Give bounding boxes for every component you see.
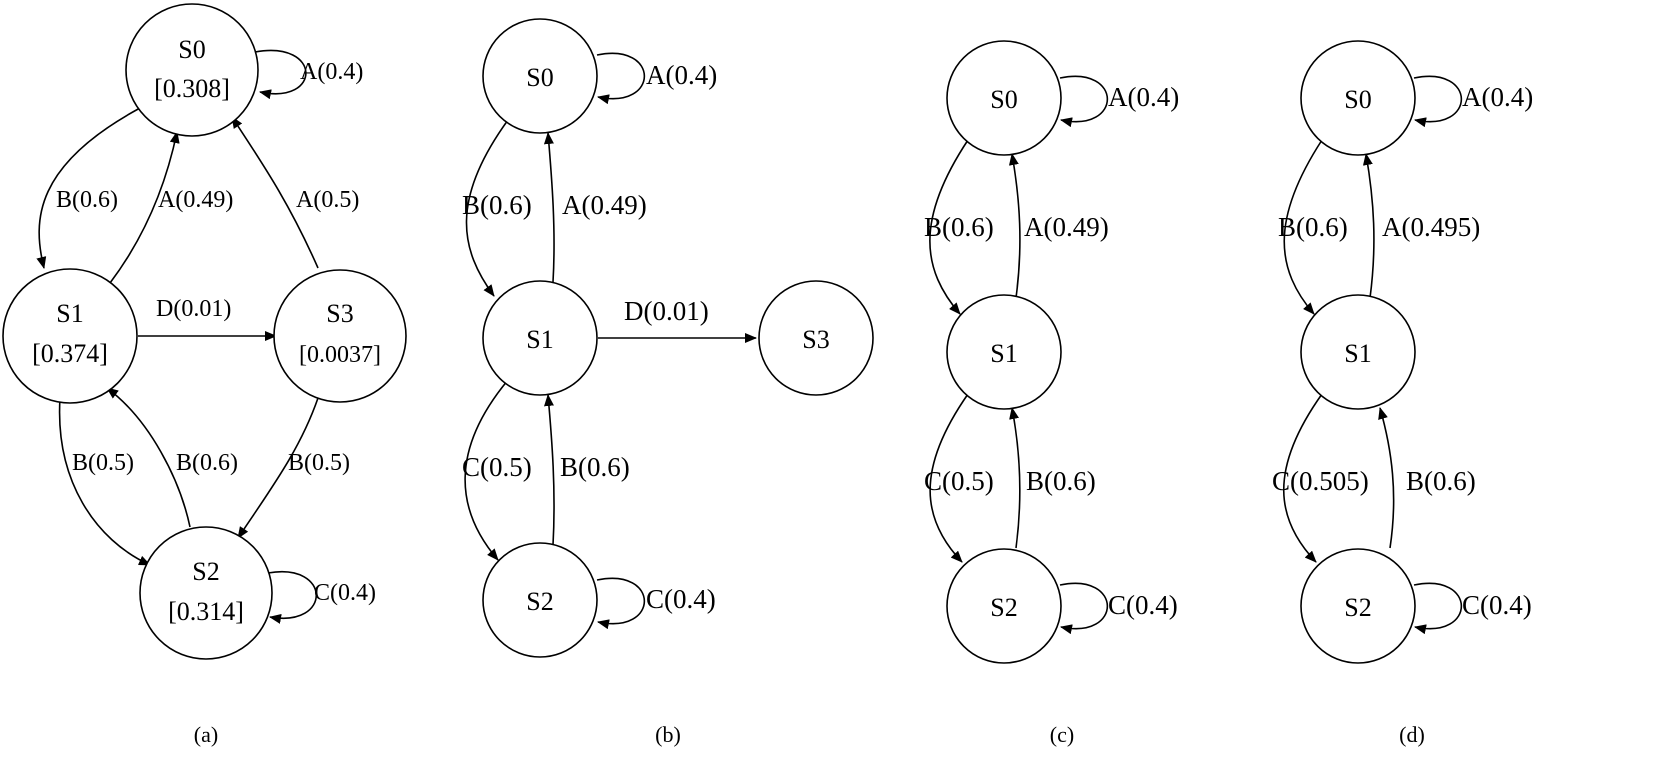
edge-label-c-s2-s1: B(0.6) — [1026, 466, 1096, 496]
node-b-s0-label: S0 — [526, 63, 553, 92]
edge-c-s2-s1 — [1009, 407, 1021, 549]
edge-b-s0-s0 — [596, 52, 646, 105]
edge-label-c-s0-s1: B(0.6) — [924, 212, 994, 242]
node-b-s0: S0 — [482, 18, 598, 134]
edge-d-s0-s0 — [1413, 75, 1463, 128]
node-a-s0-label: S0 — [178, 35, 205, 64]
node-c-s2-label: S2 — [990, 593, 1017, 622]
edge-label-b-s0-s1: B(0.6) — [462, 190, 532, 220]
edge-label-d-s0-s0: A(0.4) — [1462, 82, 1533, 112]
edge-c-s0-s0 — [1059, 75, 1109, 128]
edge-label-a-s1-s2: B(0.5) — [72, 450, 134, 476]
panel-c: S0 S1 S2 A(0.4) B(0.6) A(0.49) C(0.5) B(… — [924, 40, 1179, 747]
edge-label-b-s1-s2: C(0.5) — [462, 452, 532, 482]
edge-label-a-s2-s2: C(0.4) — [314, 580, 376, 606]
edge-label-b-s2-s1: B(0.6) — [560, 452, 630, 482]
node-b-s2: S2 — [482, 542, 598, 658]
edge-b-s1-s0 — [543, 132, 555, 283]
edge-label-a-s1-s3: D(0.01) — [156, 296, 231, 322]
node-c-s1-label: S1 — [990, 339, 1017, 368]
node-a-s3-value: [0.0037] — [299, 342, 381, 368]
edge-a-s1-s0 — [109, 131, 180, 284]
node-a-s0-value: [0.308] — [154, 74, 230, 103]
edge-c-s1-s2 — [929, 393, 969, 563]
edge-a-s3-s2 — [237, 397, 319, 539]
node-c-s2: S2 — [946, 548, 1062, 664]
caption-d: (d) — [1399, 722, 1425, 747]
edge-label-c-s0-s0: A(0.4) — [1108, 82, 1179, 112]
edge-b-s1-s2 — [464, 379, 509, 561]
node-a-s2-label: S2 — [192, 557, 219, 586]
edge-label-a-s0-s0: A(0.4) — [300, 59, 363, 85]
edge-a-s0-s1 — [36, 107, 141, 269]
edge-c-s2-s2 — [1059, 582, 1109, 635]
edge-d-s1-s2 — [1283, 393, 1323, 563]
edge-a-s1-s2 — [58, 397, 151, 566]
panel-d: S0 S1 S2 A(0.4) B(0.6) A(0.495) C(0.505)… — [1272, 40, 1533, 747]
edge-label-d-s2-s2: C(0.4) — [1462, 590, 1532, 620]
edge-label-b-s2-s2: C(0.4) — [646, 584, 716, 614]
edge-label-c-s1-s0: A(0.49) — [1024, 212, 1109, 242]
edge-a-s2-s1 — [106, 387, 191, 528]
caption-a: (a) — [194, 722, 218, 747]
node-a-s2-value: [0.314] — [168, 597, 244, 626]
node-a-s3-label: S3 — [326, 299, 353, 328]
edge-label-a-s2-s1: B(0.6) — [176, 450, 238, 476]
edge-label-a-s3-s0: A(0.5) — [296, 187, 359, 213]
edge-d-s1-s0 — [1362, 153, 1375, 299]
edge-d-s2-s2 — [1413, 582, 1463, 635]
node-b-s1: S1 — [482, 280, 598, 396]
edge-label-a-s3-s2: B(0.5) — [288, 450, 350, 476]
node-c-s0: S0 — [946, 40, 1062, 156]
edge-a-s2-s2 — [267, 570, 318, 624]
node-a-s3: S3 [0.0037] — [273, 269, 407, 403]
edge-c-s0-s1 — [929, 139, 969, 315]
edge-label-c-s1-s2: C(0.5) — [924, 466, 994, 496]
edge-label-a-s1-s0: A(0.49) — [158, 187, 233, 213]
panel-b: S0 S1 S2 S3 A(0.4) B(0.6) A(0.49) D(0.01… — [462, 18, 874, 747]
node-d-s0: S0 — [1300, 40, 1416, 156]
node-d-s0-label: S0 — [1344, 85, 1371, 114]
edge-label-b-s0-s0: A(0.4) — [646, 60, 717, 90]
caption-b: (b) — [655, 722, 681, 747]
caption-c: (c) — [1050, 722, 1074, 747]
node-b-s3-label: S3 — [802, 325, 829, 354]
node-a-s1-value: [0.374] — [32, 339, 108, 368]
node-a-s1-label: S1 — [56, 299, 83, 328]
edge-d-s2-s1 — [1378, 407, 1395, 549]
edge-b-s0-s1 — [465, 119, 509, 297]
node-a-s0: S0 [0.308] — [125, 3, 259, 137]
node-d-s2: S2 — [1300, 548, 1416, 664]
node-c-s1: S1 — [946, 294, 1062, 410]
edge-label-d-s1-s0: A(0.495) — [1382, 212, 1480, 242]
edge-label-a-s0-s1: B(0.6) — [56, 187, 118, 213]
node-d-s1-label: S1 — [1344, 339, 1371, 368]
edge-label-d-s0-s1: B(0.6) — [1278, 212, 1348, 242]
node-d-s2-label: S2 — [1344, 593, 1371, 622]
node-a-s2: S2 [0.314] — [139, 526, 273, 660]
edge-label-b-s1-s3: D(0.01) — [624, 296, 709, 326]
node-c-s0-label: S0 — [990, 85, 1017, 114]
node-b-s3: S3 — [758, 280, 874, 396]
edge-d-s0-s1 — [1283, 139, 1323, 315]
edge-label-d-s1-s2: C(0.505) — [1272, 466, 1369, 496]
edge-label-c-s2-s2: C(0.4) — [1108, 590, 1178, 620]
edge-a-s0-s0 — [254, 49, 307, 100]
edge-b-s2-s2 — [596, 577, 646, 630]
node-b-s2-label: S2 — [526, 587, 553, 616]
edge-label-d-s2-s1: B(0.6) — [1406, 466, 1476, 496]
node-b-s1-label: S1 — [526, 325, 553, 354]
edge-c-s1-s0 — [1008, 153, 1021, 299]
edge-label-b-s1-s0: A(0.49) — [562, 190, 647, 220]
edge-b-s2-s1 — [543, 394, 555, 546]
node-a-s1: S1 [0.374] — [2, 268, 138, 404]
panel-a: S0 [0.308] S1 [0.374] S2 [0.314] S3 [0.0… — [2, 3, 407, 747]
node-d-s1: S1 — [1300, 294, 1416, 410]
edge-a-s3-s0 — [231, 116, 319, 269]
